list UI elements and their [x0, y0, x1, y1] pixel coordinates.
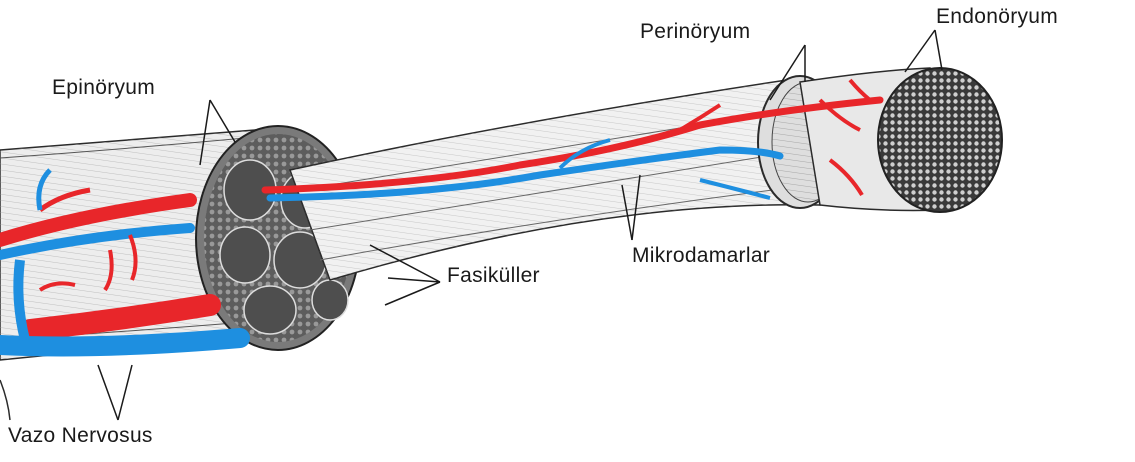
fascicle-circle: [220, 227, 270, 283]
label-microvessels: Mikrodamarlar: [632, 244, 770, 268]
label-perineurium: Perinöryum: [640, 20, 750, 44]
label-endoneurium: Endonöryum: [936, 5, 1058, 29]
label-vasa-nervorum: Vazo Nervosus: [8, 424, 153, 448]
fascicle-circle: [244, 286, 296, 334]
label-fascicles: Fasiküller: [447, 264, 540, 288]
label-epineurium: Epinöryum: [52, 76, 155, 100]
fascicle-circle: [312, 280, 348, 320]
endoneurium-cross-section: [800, 68, 1002, 212]
